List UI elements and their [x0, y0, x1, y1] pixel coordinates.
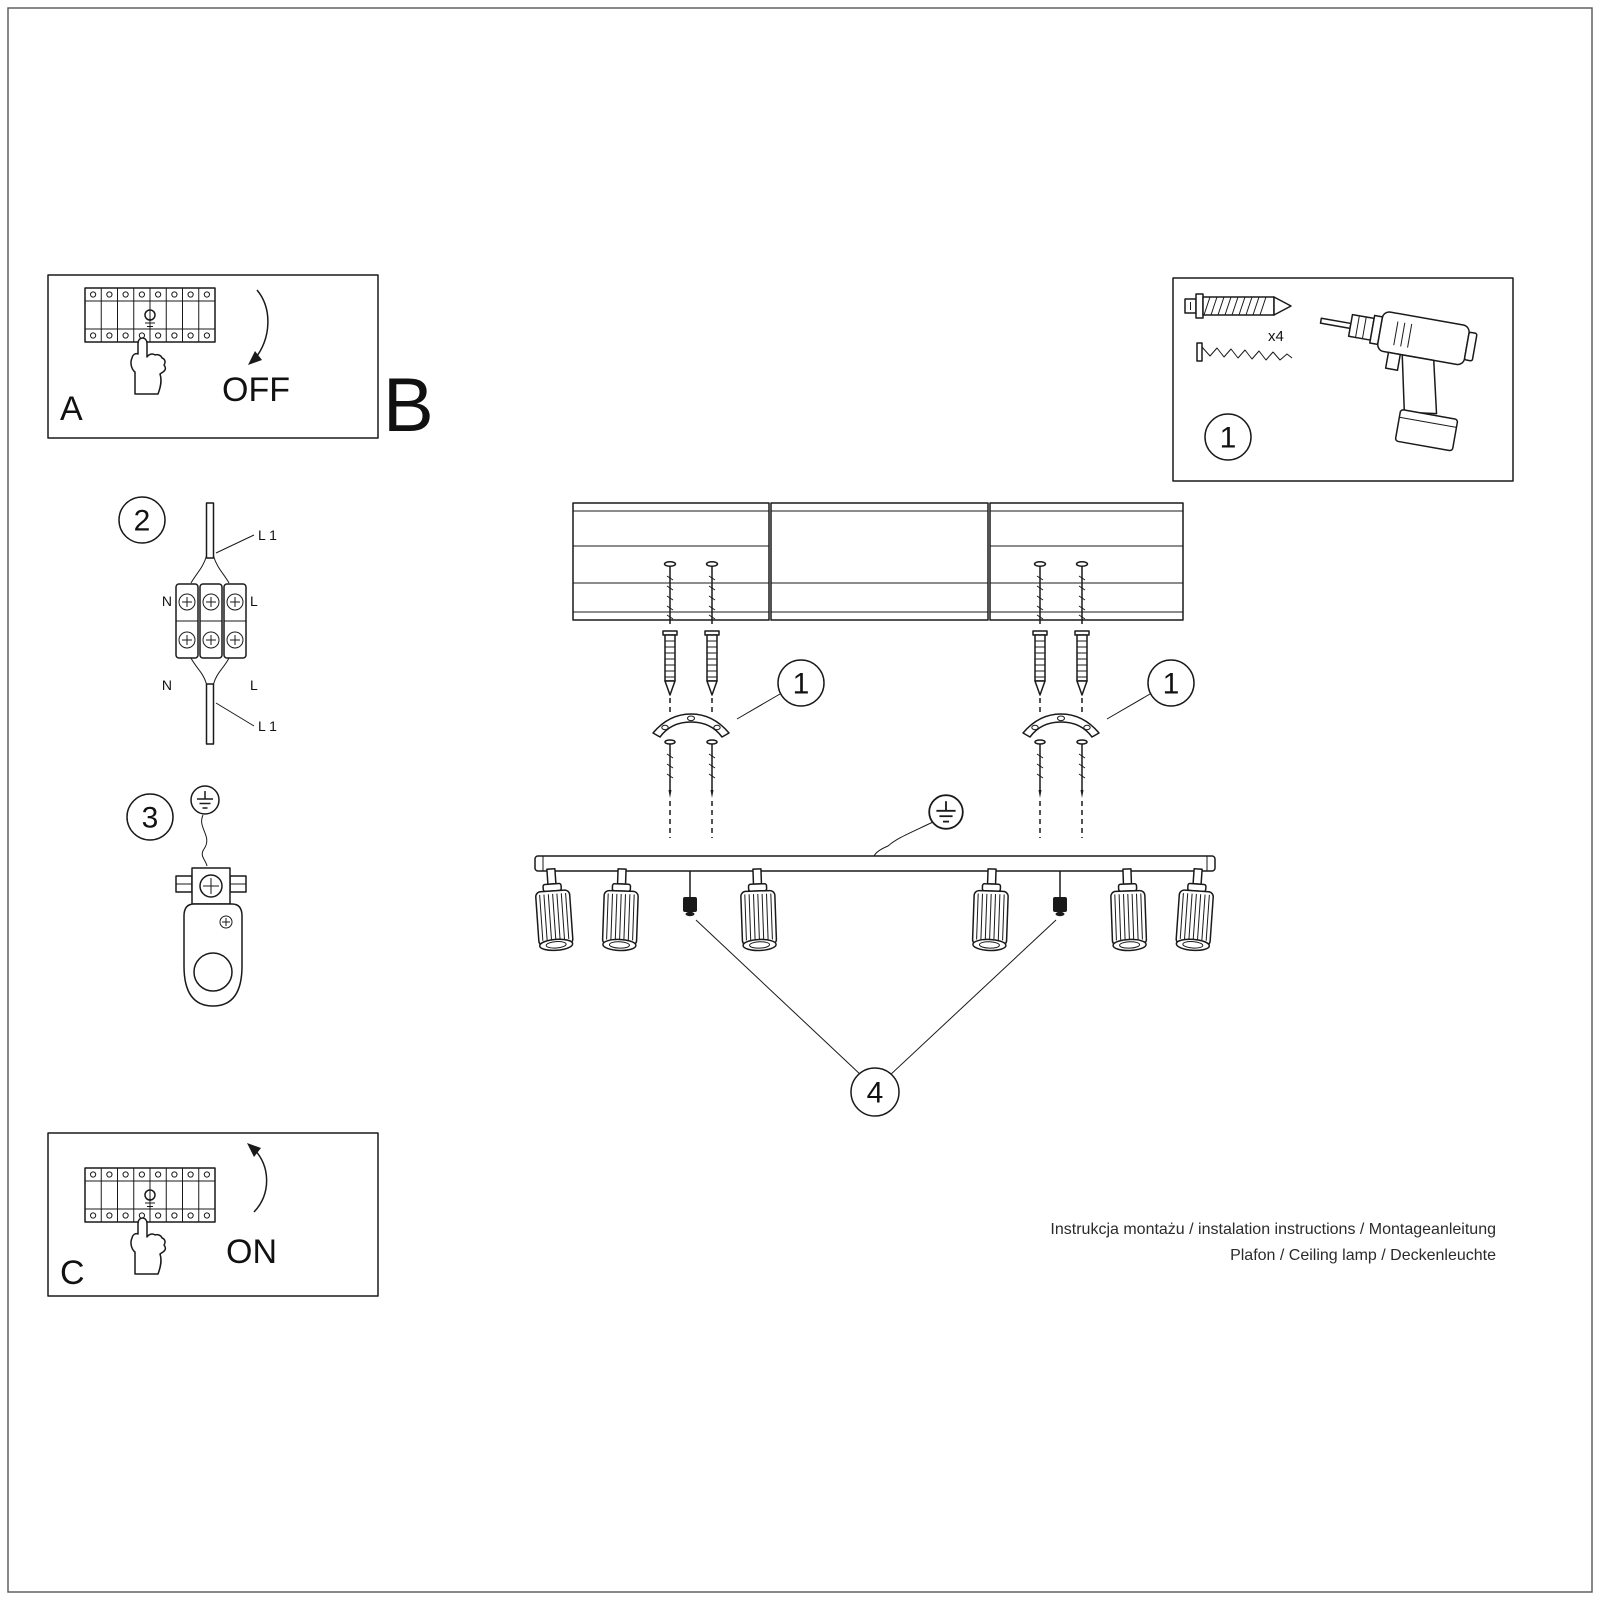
- screw-icon: [1196, 342, 1293, 362]
- wire-split-right: [213, 555, 230, 584]
- section-c: ON C: [47, 1132, 379, 1297]
- callout-1-number: 1: [793, 668, 810, 701]
- callout-1-circle: [777, 659, 825, 707]
- mounting-bracket-icon: [652, 713, 730, 738]
- mounting-bracket-icon: [1022, 713, 1100, 738]
- l1-bottom-label: L 1: [258, 718, 277, 734]
- ground-clamp-icon: [175, 867, 247, 1007]
- label-a: A: [60, 390, 83, 428]
- arrow-down-icon: [253, 289, 269, 361]
- n-out-label: N: [162, 677, 172, 693]
- section-c-frame: [47, 1132, 379, 1297]
- wire-split-left: [190, 555, 207, 584]
- footer-line-1: Instrukcja montażu / instalation instruc…: [1050, 1221, 1496, 1238]
- label-b: B: [383, 363, 434, 448]
- spotlight-head-icon: [1174, 867, 1216, 953]
- toolbox: x4 1: [1172, 277, 1514, 482]
- section-a-frame: [47, 274, 379, 439]
- callout-4-number: 4: [867, 1077, 884, 1110]
- section-a: OFF A: [47, 274, 379, 439]
- n-in-label: N: [162, 593, 172, 609]
- screw-icon: [1033, 561, 1047, 625]
- fixing-set-right: [1022, 561, 1100, 838]
- toolbox-frame: [1172, 277, 1514, 482]
- screw-icon: [1034, 739, 1046, 799]
- earth-symbol-icon: [928, 794, 964, 830]
- fixing-set-left: [652, 561, 730, 838]
- callout-4-leader-right: [888, 919, 1057, 1077]
- callout-2-circle: [118, 496, 166, 544]
- spotlight-head-icon: [533, 867, 575, 953]
- callout-1-leader-right: [1106, 693, 1151, 720]
- callout-3-circle: [126, 793, 174, 841]
- ceiling-lamp: [533, 855, 1216, 953]
- callout-2-number: 2: [134, 505, 151, 538]
- page-border: [7, 7, 1593, 1593]
- callout-4-leader-left: [695, 919, 863, 1077]
- wall-plug-icon: [662, 630, 678, 696]
- footer-line-2: Plafon / Ceiling lamp / Deckenleuchte: [1230, 1247, 1496, 1264]
- callout-1-number: 1: [1163, 668, 1180, 701]
- screw-icon: [705, 561, 719, 625]
- spotlight-head-icon: [971, 867, 1010, 952]
- screw-icon: [1076, 739, 1088, 799]
- spotlight-head-icon: [739, 867, 778, 952]
- screw-icon: [663, 561, 677, 625]
- callout-1-circle: [1204, 413, 1252, 461]
- lamp-bar: [534, 855, 1216, 872]
- callout-1-circle: [1147, 659, 1195, 707]
- wire-merge-right: [213, 657, 230, 685]
- cable-top: [205, 502, 215, 559]
- ceiling-assembly: 1 1 4: [533, 502, 1216, 1117]
- fixing-knob-icon: [682, 870, 698, 917]
- callout-1-number: 1: [1220, 422, 1237, 455]
- label-off: OFF: [222, 371, 290, 409]
- spotlight-head-icon: [1109, 867, 1148, 952]
- pointing-hand-icon: [130, 337, 167, 395]
- anchor-qty-label: x4: [1268, 328, 1284, 345]
- l1-top-leader: [215, 534, 255, 554]
- spotlight-head-icon: [601, 867, 640, 952]
- callout-4-circle: [850, 1067, 900, 1117]
- label-c: C: [60, 1254, 85, 1292]
- arrow-down-head: [248, 351, 262, 365]
- terminal-block-icon: [175, 583, 247, 659]
- callout-3-number: 3: [142, 802, 159, 835]
- circuit-breaker-icon: [84, 1167, 216, 1223]
- circuit-breaker-icon: [84, 287, 216, 343]
- footer: Instrukcja montażu / instalation instruc…: [1050, 1221, 1496, 1264]
- screw-icon: [1075, 561, 1089, 625]
- ground-wire: [201, 814, 208, 867]
- ground-wire: [873, 821, 934, 862]
- l1-bottom-leader: [215, 702, 255, 727]
- pointing-hand-icon: [130, 1217, 167, 1275]
- screw-icon: [706, 739, 718, 799]
- l-out-label: L: [250, 677, 258, 693]
- arrow-up-head: [247, 1143, 261, 1157]
- wire-merge-left: [190, 657, 207, 685]
- label-on: ON: [226, 1233, 277, 1271]
- callout-1-leader-left: [736, 693, 781, 720]
- arrow-up-icon: [252, 1147, 268, 1213]
- fixing-knob-icon: [1052, 870, 1068, 917]
- earth-symbol-icon: [190, 785, 220, 815]
- wall-plug-icon: [1074, 630, 1090, 696]
- grounding-step-3: 3: [126, 785, 247, 1007]
- wall-plug-icon: [1184, 293, 1292, 319]
- cable-bottom: [205, 683, 215, 745]
- wall-plug-icon: [1032, 630, 1048, 696]
- screw-icon: [664, 739, 676, 799]
- ceiling-panels: [572, 502, 1184, 621]
- l1-top-label: L 1: [258, 527, 277, 543]
- drill-icon: [1319, 311, 1478, 452]
- wall-plug-icon: [704, 630, 720, 696]
- wiring-step-2: 2 L 1 N L N L L 1: [118, 496, 277, 745]
- l-in-label: L: [250, 593, 258, 609]
